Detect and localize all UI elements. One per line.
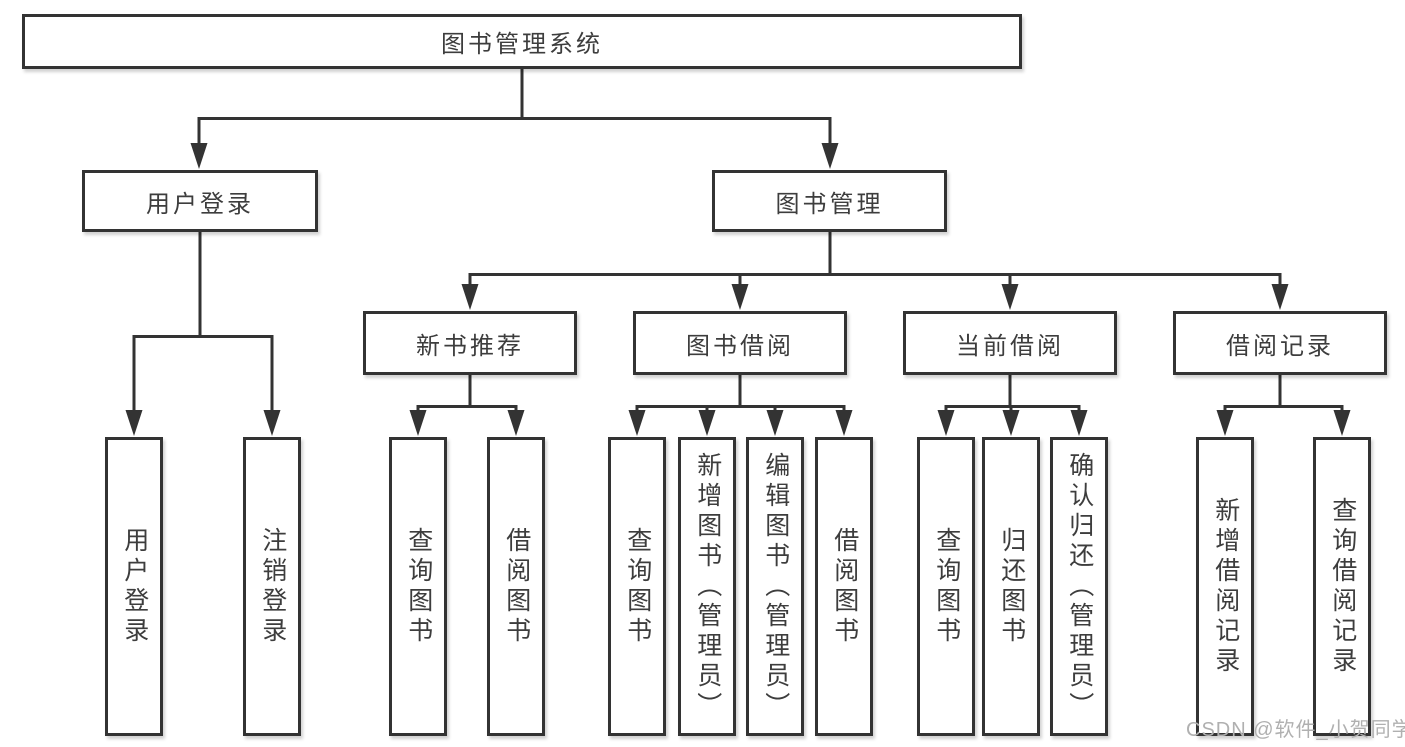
watermark-text: CSDN @软件_小贺同学 xyxy=(1186,719,1405,741)
leaf-user-login: 用户登录 xyxy=(105,437,163,736)
leaf-borrow-books: 借阅图书 xyxy=(815,437,873,736)
node-book-borrow: 图书借阅 xyxy=(633,311,847,375)
node-book-management: 图书管理 xyxy=(712,170,947,232)
leaf-return-book: 归还图书 xyxy=(982,437,1040,736)
leaf-add-book-admin: 新增图书（管理员） xyxy=(678,437,736,736)
leaf-query-books-current: 查询图书 xyxy=(917,437,975,736)
node-root: 图书管理系统 xyxy=(22,14,1022,69)
node-current-borrow: 当前借阅 xyxy=(903,311,1117,375)
leaf-query-borrow-record: 查询借阅记录 xyxy=(1313,437,1371,736)
node-new-book-recommend: 新书推荐 xyxy=(363,311,577,375)
leaf-logout: 注销登录 xyxy=(243,437,301,736)
node-borrow-records: 借阅记录 xyxy=(1173,311,1387,375)
node-user-login: 用户登录 xyxy=(82,170,318,232)
leaf-borrow-books-recommend: 借阅图书 xyxy=(487,437,545,736)
leaf-confirm-return-admin: 确认归还（管理员） xyxy=(1050,437,1108,736)
leaf-add-borrow-record: 新增借阅记录 xyxy=(1196,437,1254,736)
arrowheads xyxy=(125,143,1351,436)
leaf-edit-book-admin: 编辑图书（管理员） xyxy=(746,437,804,736)
leaf-query-books-borrow: 查询图书 xyxy=(608,437,666,736)
leaf-query-books-recommend: 查询图书 xyxy=(389,437,447,736)
